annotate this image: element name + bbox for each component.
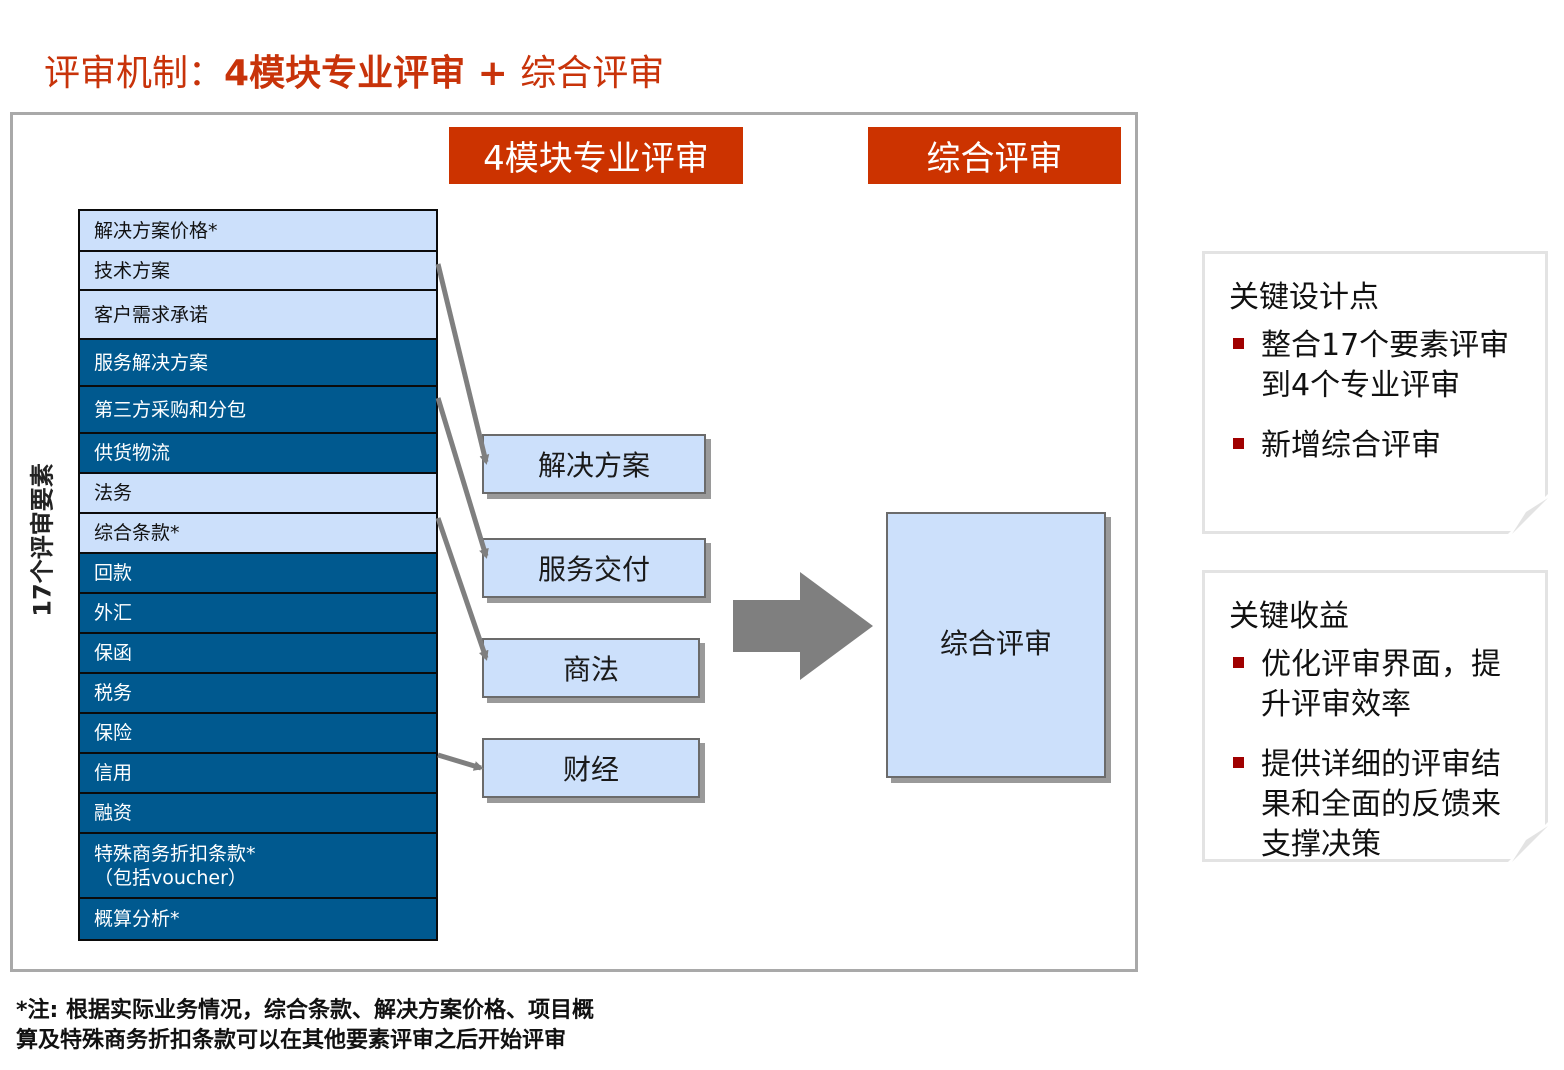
page-title: 评审机制：4模块专业评审 + 综合评审 [44,53,665,94]
header-professional-review: 4模块专业评审 [449,127,743,184]
element-list: 解决方案价格*技术方案客户需求承诺服务解决方案第三方采购和分包供货物流法务综合条… [78,209,438,941]
note-item: 新增综合评审 [1229,426,1521,466]
module-service-delivery: 服务交付 [482,538,706,598]
review-element: 供货物流 [80,434,436,474]
arrow-to-service [435,397,489,559]
review-element: 服务解决方案 [80,340,436,387]
note-item: 优化评审界面，提升评审效率 [1229,645,1521,725]
review-element: 融资 [80,794,436,834]
diagram-frame [10,112,1138,972]
review-element: 信用 [80,754,436,794]
page-curl-icon [1508,494,1548,534]
note-item: 整合17个要素评审到4个专业评审 [1229,326,1521,406]
review-element: 解决方案价格* [80,211,436,252]
review-element: 技术方案 [80,252,436,291]
review-element: 综合条款* [80,514,436,554]
review-element: 概算分析* [80,899,436,939]
arrow-to-finance [437,752,484,771]
bullet-icon [1233,757,1244,768]
review-element: 第三方采购和分包 [80,387,436,434]
arrow-to-solution [435,263,490,465]
module-finance: 财经 [482,738,700,798]
review-element: 保险 [80,714,436,754]
review-element: 特殊商务折扣条款* （包括voucher） [80,834,436,899]
header-comprehensive-review: 综合评审 [868,127,1121,184]
review-element: 外汇 [80,594,436,634]
bullet-icon [1233,338,1244,349]
footnote: *注: 根据实际业务情况，综合条款、解决方案价格、项目概 算及特殊商务折扣条款可… [16,998,594,1053]
review-element: 客户需求承诺 [80,291,436,340]
review-element: 保函 [80,634,436,674]
note-item: 提供详细的评审结果和全面的反馈来支撑决策 [1229,745,1521,865]
note-title: 关键设计点 [1229,280,1379,315]
bullet-icon [1233,657,1244,668]
page-curl-icon [1508,822,1548,862]
review-element: 回款 [80,554,436,594]
bullet-icon [1233,438,1244,449]
note-title: 关键收益 [1229,599,1349,634]
review-element: 法务 [80,474,436,514]
review-element: 税务 [80,674,436,714]
key-benefits-note: 关键收益 优化评审界面，提升评审效率 提供详细的评审结果和全面的反馈来支撑决策 [1202,570,1548,862]
module-commercial-legal: 商法 [482,638,700,698]
big-right-arrow [733,572,873,680]
arrow-to-legal [435,517,489,661]
key-design-points-note: 关键设计点 整合17个要素评审到4个专业评审 新增综合评审 [1202,251,1548,534]
comprehensive-review-box: 综合评审 [886,512,1106,778]
module-solution: 解决方案 [482,434,706,494]
